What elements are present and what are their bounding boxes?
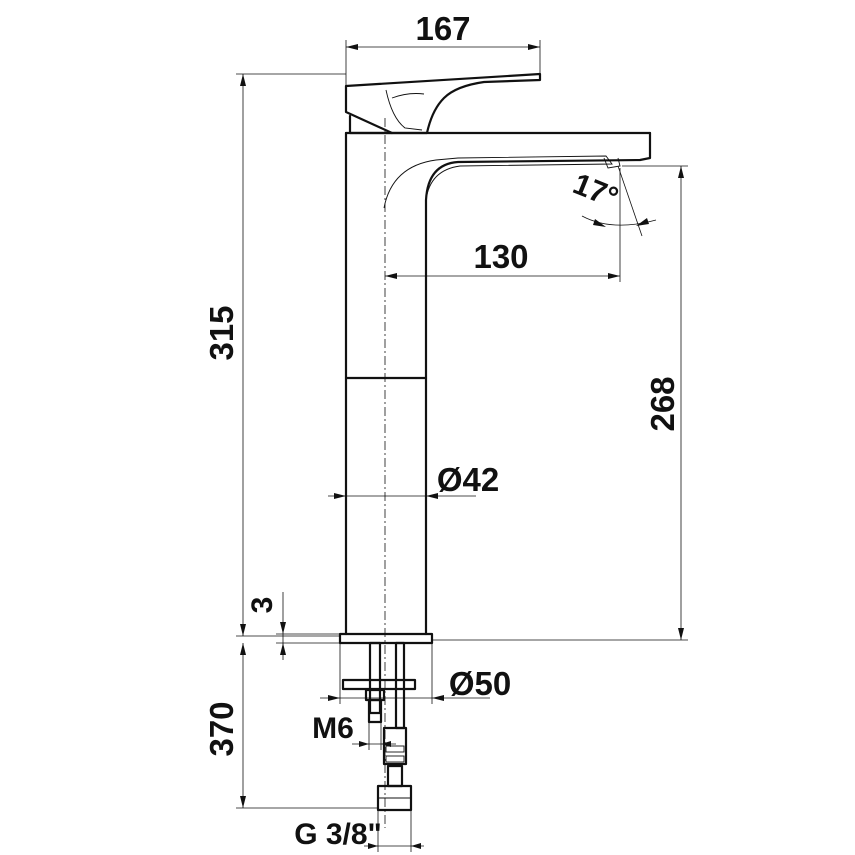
dim-268-arrow-top: [678, 166, 684, 178]
faucet-outline: [338, 72, 652, 828]
dim-g38-arrow-left: [368, 843, 378, 849]
hose-ferrule-top: [385, 745, 405, 753]
label-width-total: 167: [415, 10, 470, 47]
flex-hose: [382, 726, 408, 766]
dimension-labels: 167 315 130 17° 268 Ø42 3 Ø50 370 M6 G 3…: [203, 10, 681, 851]
dim-d50-arrow-right: [432, 695, 444, 701]
dim-d50-arrow-left: [328, 695, 340, 701]
mounting-hardware: [341, 641, 417, 812]
base-flange: [338, 632, 434, 645]
support-rod: [394, 641, 406, 730]
label-spout-angle: 17°: [568, 167, 622, 215]
dim-167-arrow-right: [528, 44, 540, 50]
dim-d42-arrow-right: [426, 493, 438, 499]
spout-aerator: [603, 157, 621, 169]
label-base-thickness: 3: [246, 597, 279, 614]
spout-underside: [383, 155, 613, 209]
dim-370-arrow-bottom: [240, 796, 246, 808]
dim-d42-arrow-left: [334, 493, 346, 499]
label-shank-length: 370: [203, 701, 240, 756]
hose-ferrule-mid: [385, 755, 405, 763]
dim-m6-arrow-left: [359, 741, 369, 747]
label-hose-connection: G 3/8": [294, 818, 382, 851]
dim-130-arrow-right: [608, 273, 620, 279]
dimension-lines: [236, 40, 688, 852]
label-height-total: 315: [203, 305, 240, 360]
threaded-shank: [368, 641, 382, 715]
dim-g38-arrow-right: [411, 843, 421, 849]
dim-angle-ray: [617, 165, 643, 237]
label-spout-reach: 130: [473, 238, 528, 275]
dim-3-arrow-bottom: [280, 643, 286, 655]
dim-315-arrow-top: [240, 74, 246, 86]
fixing-nut: [364, 688, 386, 702]
label-body-diameter: Ø42: [437, 461, 499, 498]
dim-315-arrow-bottom: [240, 624, 246, 636]
dim-m6-arrow-right: [381, 741, 391, 747]
spout: [424, 131, 652, 636]
label-rod-thread: M6: [312, 712, 354, 745]
dim-130-arrow-left: [385, 273, 397, 279]
label-spout-height: 268: [644, 376, 681, 431]
hose-neck: [386, 764, 404, 788]
dim-167-arrow-left: [346, 44, 358, 50]
dim-angle-arrow-right: [636, 218, 649, 226]
lever-handle-detail: [385, 89, 425, 131]
m6-stud: [367, 698, 383, 724]
dim-angle-arrow-left: [593, 219, 606, 227]
dim-268-arrow-bottom: [678, 628, 684, 640]
dim-370-arrow-top: [240, 643, 246, 655]
dim-3-arrow-top: [280, 622, 286, 634]
lever-handle: [344, 72, 542, 135]
label-base-diameter: Ø50: [449, 665, 511, 702]
